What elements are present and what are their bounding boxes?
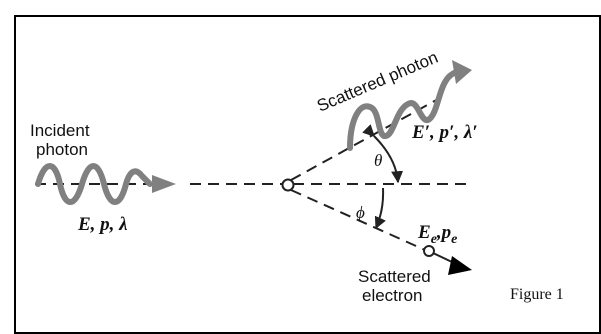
electron-momentum-subscript: e [451,232,457,247]
electron-arrow-head [448,256,472,275]
scattered-photon-variables: E′, p′, λ′ [411,122,478,143]
electron-energy-symbol: E [417,222,431,243]
scattered-electron-label-line2: electron [362,286,422,305]
scattered-electron-dot [423,245,435,257]
electron-energy-subscript: e [431,232,437,247]
theta-angle-arc [362,124,404,184]
scattered-photon-arrow-head [452,60,472,84]
incident-label-line1: Incident [30,121,90,140]
theta-label: θ [374,151,382,170]
electron-separator: , [436,222,442,243]
incident-variables: E, p, λ [77,214,128,235]
incident-arrow-head [152,175,176,193]
scattered-electron-line [290,189,426,251]
phi-angle-arc [374,187,386,230]
scattered-photon-label: Scattered photon [314,48,441,116]
incident-label-line2: photon [36,140,88,159]
incident-photon-wave [35,163,153,205]
electron-momentum-symbol: p [440,222,452,243]
phi-label: ϕ [356,203,365,222]
scattered-electron-line-end [432,252,453,263]
figure-frame [14,15,601,334]
scattered-photon-wave [347,69,459,151]
scattering-point [281,178,295,192]
scattered-electron-label-line1: Scattered [358,267,431,286]
scattered-photon-line [290,97,441,181]
electron-variables: Ee,pe [417,222,457,247]
figure-caption: Figure 1 [510,286,564,303]
